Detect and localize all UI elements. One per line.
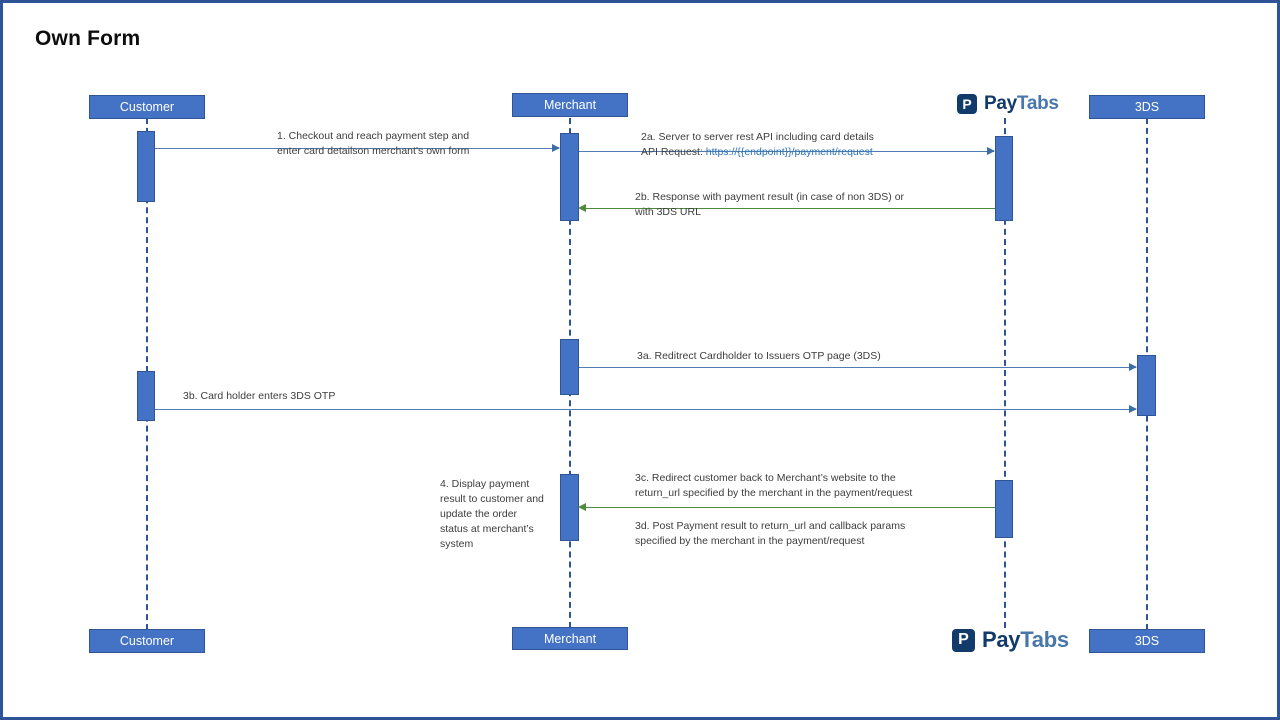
message-line-1 (155, 148, 559, 149)
message-arrowhead-3a (1129, 363, 1137, 371)
paytabs-wordmark: PayTabs (984, 93, 1059, 115)
message-label-2b: 2b. Response with payment result (in cas… (635, 190, 904, 220)
actor-header-merchant[interactable]: Merchant (512, 93, 628, 117)
message-arrowhead-3c (578, 503, 586, 511)
message-label-2a-prefix: API Request: (641, 146, 706, 158)
activation-bar-3ds-1 (1137, 355, 1156, 416)
message-label-1-line-2: enter card detailson merchant’s own form (277, 145, 470, 157)
actor-header-merchant-label: Merchant (543, 98, 597, 112)
message-label-2a-line-1: 2a. Server to server rest API including … (641, 131, 874, 143)
message-label-3d: 3d. Post Payment result to return_url an… (635, 519, 905, 549)
actor-header-paytabs[interactable]: P PayTabs (957, 93, 1059, 115)
page-title: Own Form (35, 27, 141, 50)
paytabs-wordmark-footer-tabs: Tabs (1020, 627, 1069, 652)
actor-header-customer[interactable]: Customer (89, 95, 205, 119)
activation-bar-merchant-3 (560, 474, 579, 541)
message-line-2b (586, 208, 995, 209)
activation-bar-customer-2 (137, 371, 155, 421)
actor-footer-customer-label: Customer (119, 634, 175, 648)
actor-footer-merchant-label: Merchant (543, 631, 597, 646)
activation-bar-paytabs-2 (995, 480, 1013, 538)
message-label-1: 1. Checkout and reach payment step and e… (277, 129, 469, 159)
activation-bar-customer-1 (137, 131, 155, 202)
actor-header-3ds-label: 3DS (1134, 100, 1160, 114)
message-label-4-line-5: system (440, 538, 474, 550)
message-label-2a: 2a. Server to server rest API including … (641, 130, 874, 160)
message-label-4-line-2: result to customer and (440, 493, 544, 505)
message-arrowhead-2a (987, 147, 995, 155)
message-line-3c (586, 507, 995, 508)
message-label-4-line-3: update the order (440, 508, 518, 520)
paytabs-wordmark-footer-pay: Pay (982, 627, 1021, 652)
message-label-3a-line-1: 3a. Reditrect Cardholder to Issuers OTP … (637, 350, 881, 362)
message-label-3c: 3c. Redirect customer back to Merchant’s… (635, 471, 912, 501)
paytabs-wordmark-pay: Pay (984, 93, 1017, 114)
message-label-2a-line-2: API Request: https://{{endpoint}}/paymen… (641, 145, 874, 160)
message-arrowhead-1 (552, 144, 560, 152)
message-label-4-line-1: 4. Display payment (440, 478, 530, 490)
message-label-4-line-4: status at merchant’s (440, 523, 534, 535)
lifeline-paytabs (1004, 118, 1006, 628)
message-arrowhead-3b (1129, 405, 1137, 413)
paytabs-p-icon-footer: P (952, 628, 975, 652)
api-request-url-link[interactable]: https://{{endpoint}}/payment/request (705, 146, 873, 158)
message-arrowhead-2b (578, 204, 586, 212)
paytabs-wordmark-tabs: Tabs (1016, 93, 1059, 114)
message-label-3c-line-1: 3c. Redirect customer back to Merchant’s… (635, 472, 896, 484)
message-line-3a (579, 367, 1136, 368)
message-label-3d-line-1: 3d. Post Payment result to return_url an… (635, 520, 906, 532)
message-label-3d-line-2: specified by the merchant in the payment… (635, 535, 865, 547)
actor-footer-paytabs[interactable]: P PayTabs (952, 627, 1069, 653)
actor-header-customer-label: Customer (119, 100, 175, 114)
message-label-3b-line-1: 3b. Card holder enters 3DS OTP (183, 390, 336, 402)
message-label-2b-line-2: with 3DS URL (635, 206, 701, 218)
message-line-3b (155, 409, 1136, 410)
message-label-1-line-1: 1. Checkout and reach payment step and (277, 130, 470, 142)
message-label-3a: 3a. Reditrect Cardholder to Issuers OTP … (637, 349, 881, 364)
message-label-4: 4. Display payment result to customer an… (440, 477, 544, 552)
activation-bar-merchant-1 (560, 133, 579, 221)
actor-footer-3ds-label: 3DS (1134, 634, 1160, 648)
actor-footer-merchant[interactable]: Merchant (512, 627, 628, 650)
message-label-3c-line-2: return_url specified by the merchant in … (635, 487, 913, 499)
activation-bar-paytabs-1 (995, 136, 1013, 221)
paytabs-wordmark-footer: PayTabs (982, 627, 1069, 653)
paytabs-p-icon: P (957, 94, 977, 114)
actor-header-3ds[interactable]: 3DS (1089, 95, 1205, 119)
actor-footer-3ds[interactable]: 3DS (1089, 629, 1205, 653)
message-label-3b: 3b. Card holder enters 3DS OTP (183, 389, 335, 404)
message-line-2a (579, 151, 994, 152)
actor-footer-customer[interactable]: Customer (89, 629, 205, 653)
message-label-2b-line-1: 2b. Response with payment result (in cas… (635, 191, 905, 203)
activation-bar-merchant-2 (560, 339, 579, 395)
